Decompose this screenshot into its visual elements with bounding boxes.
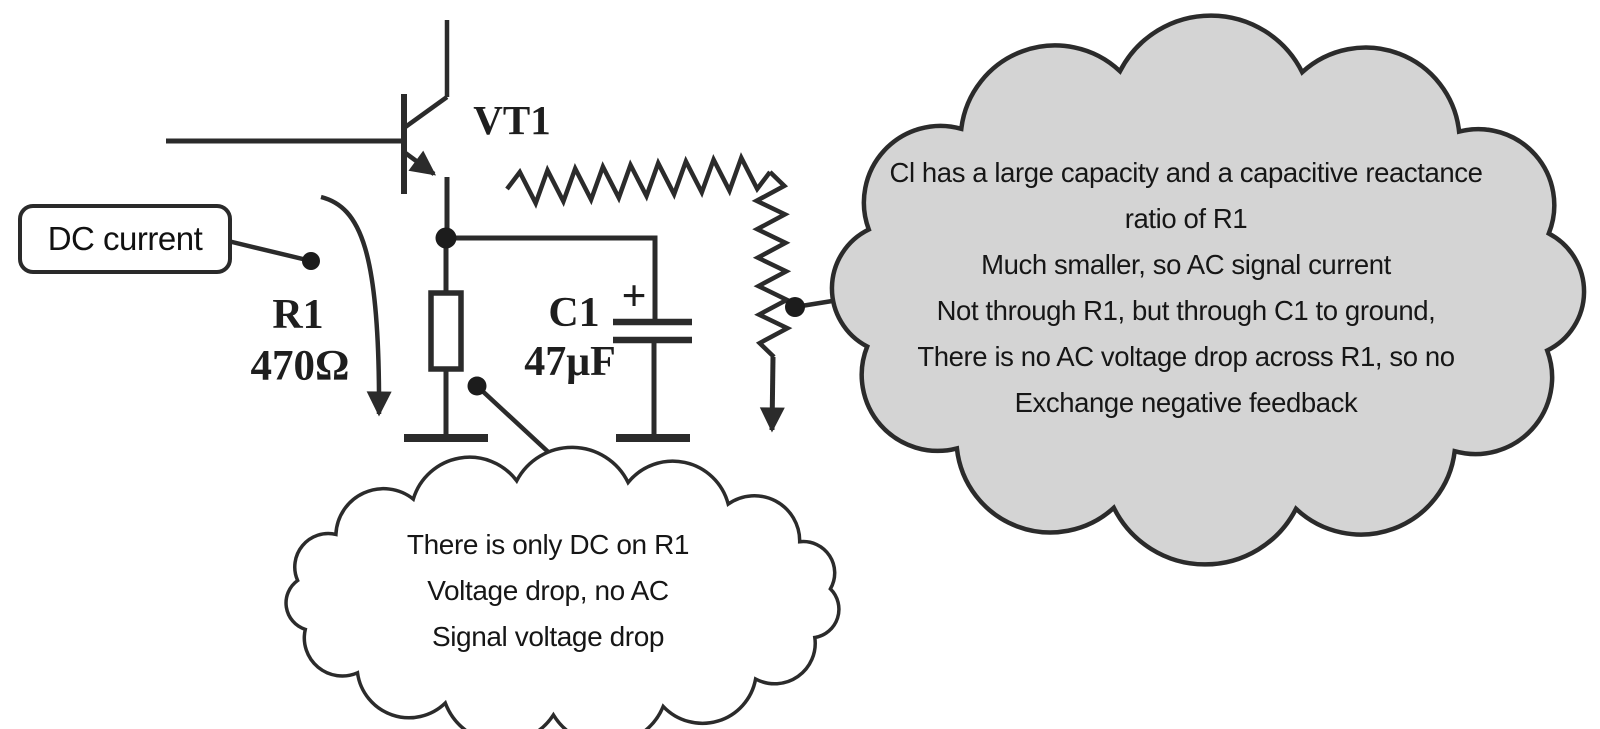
bottom-callout-line: Signal voltage drop <box>431 621 665 652</box>
zigzag-horizontal <box>505 152 772 209</box>
resistor-r1-branch <box>404 236 488 442</box>
right-callout-line: Exchange negative feedback <box>1014 387 1358 418</box>
capacitor-c1-plus-sign: + <box>621 271 647 321</box>
dc-current-flow-arrow <box>320 194 392 417</box>
c1-top-wire <box>446 235 658 321</box>
collector-diagonal <box>402 95 449 130</box>
zigzag-resistor <box>505 152 793 433</box>
right-callout-line: ratio of R1 <box>1124 203 1248 234</box>
emitter-arrow <box>402 150 437 176</box>
dc-callout-connector-line <box>227 238 312 264</box>
right-callout-pointer-dot <box>785 297 805 317</box>
bottom-callout-cloud <box>284 445 841 729</box>
dc-current-label-box: DC current <box>18 204 232 274</box>
capacitor-c1-branch <box>446 235 692 442</box>
junction-dots <box>302 227 805 396</box>
right-callout-line: Not through R1, but through C1 to ground… <box>936 295 1436 326</box>
right-callout-cloud <box>829 13 1587 567</box>
zigzag-vertical <box>751 170 793 359</box>
r1-body <box>428 290 464 372</box>
right-callout-line: There is no AC voltage drop across R1, s… <box>917 341 1455 372</box>
dc-pointer-dot <box>302 252 320 270</box>
bottom-callout-line: There is only DC on R1 <box>406 529 690 560</box>
current-down-arrow <box>759 356 785 433</box>
right-callout-line: Much smaller, so AC signal current <box>981 249 1391 280</box>
capacitor-c1-label: C1 <box>548 290 600 336</box>
right-callout-text: Cl has a large capacity and a capacitive… <box>796 150 1576 426</box>
capacitor-c1-value: 47μF <box>524 339 616 385</box>
bottom-callout-line: Voltage drop, no AC <box>427 575 669 606</box>
transistor-vt1-label: VT1 <box>473 97 551 143</box>
right-callout-line: Cl has a large capacity and a capacitive… <box>889 157 1483 188</box>
resistor-r1-label: R1 <box>272 292 324 338</box>
bottom-callout-text: There is only DC on R1 Voltage drop, no … <box>268 522 828 660</box>
resistor-r1-value: 470Ω <box>250 342 350 390</box>
emitter-junction-dot <box>435 227 457 249</box>
bottom-callout-pointer-dot <box>467 376 487 396</box>
